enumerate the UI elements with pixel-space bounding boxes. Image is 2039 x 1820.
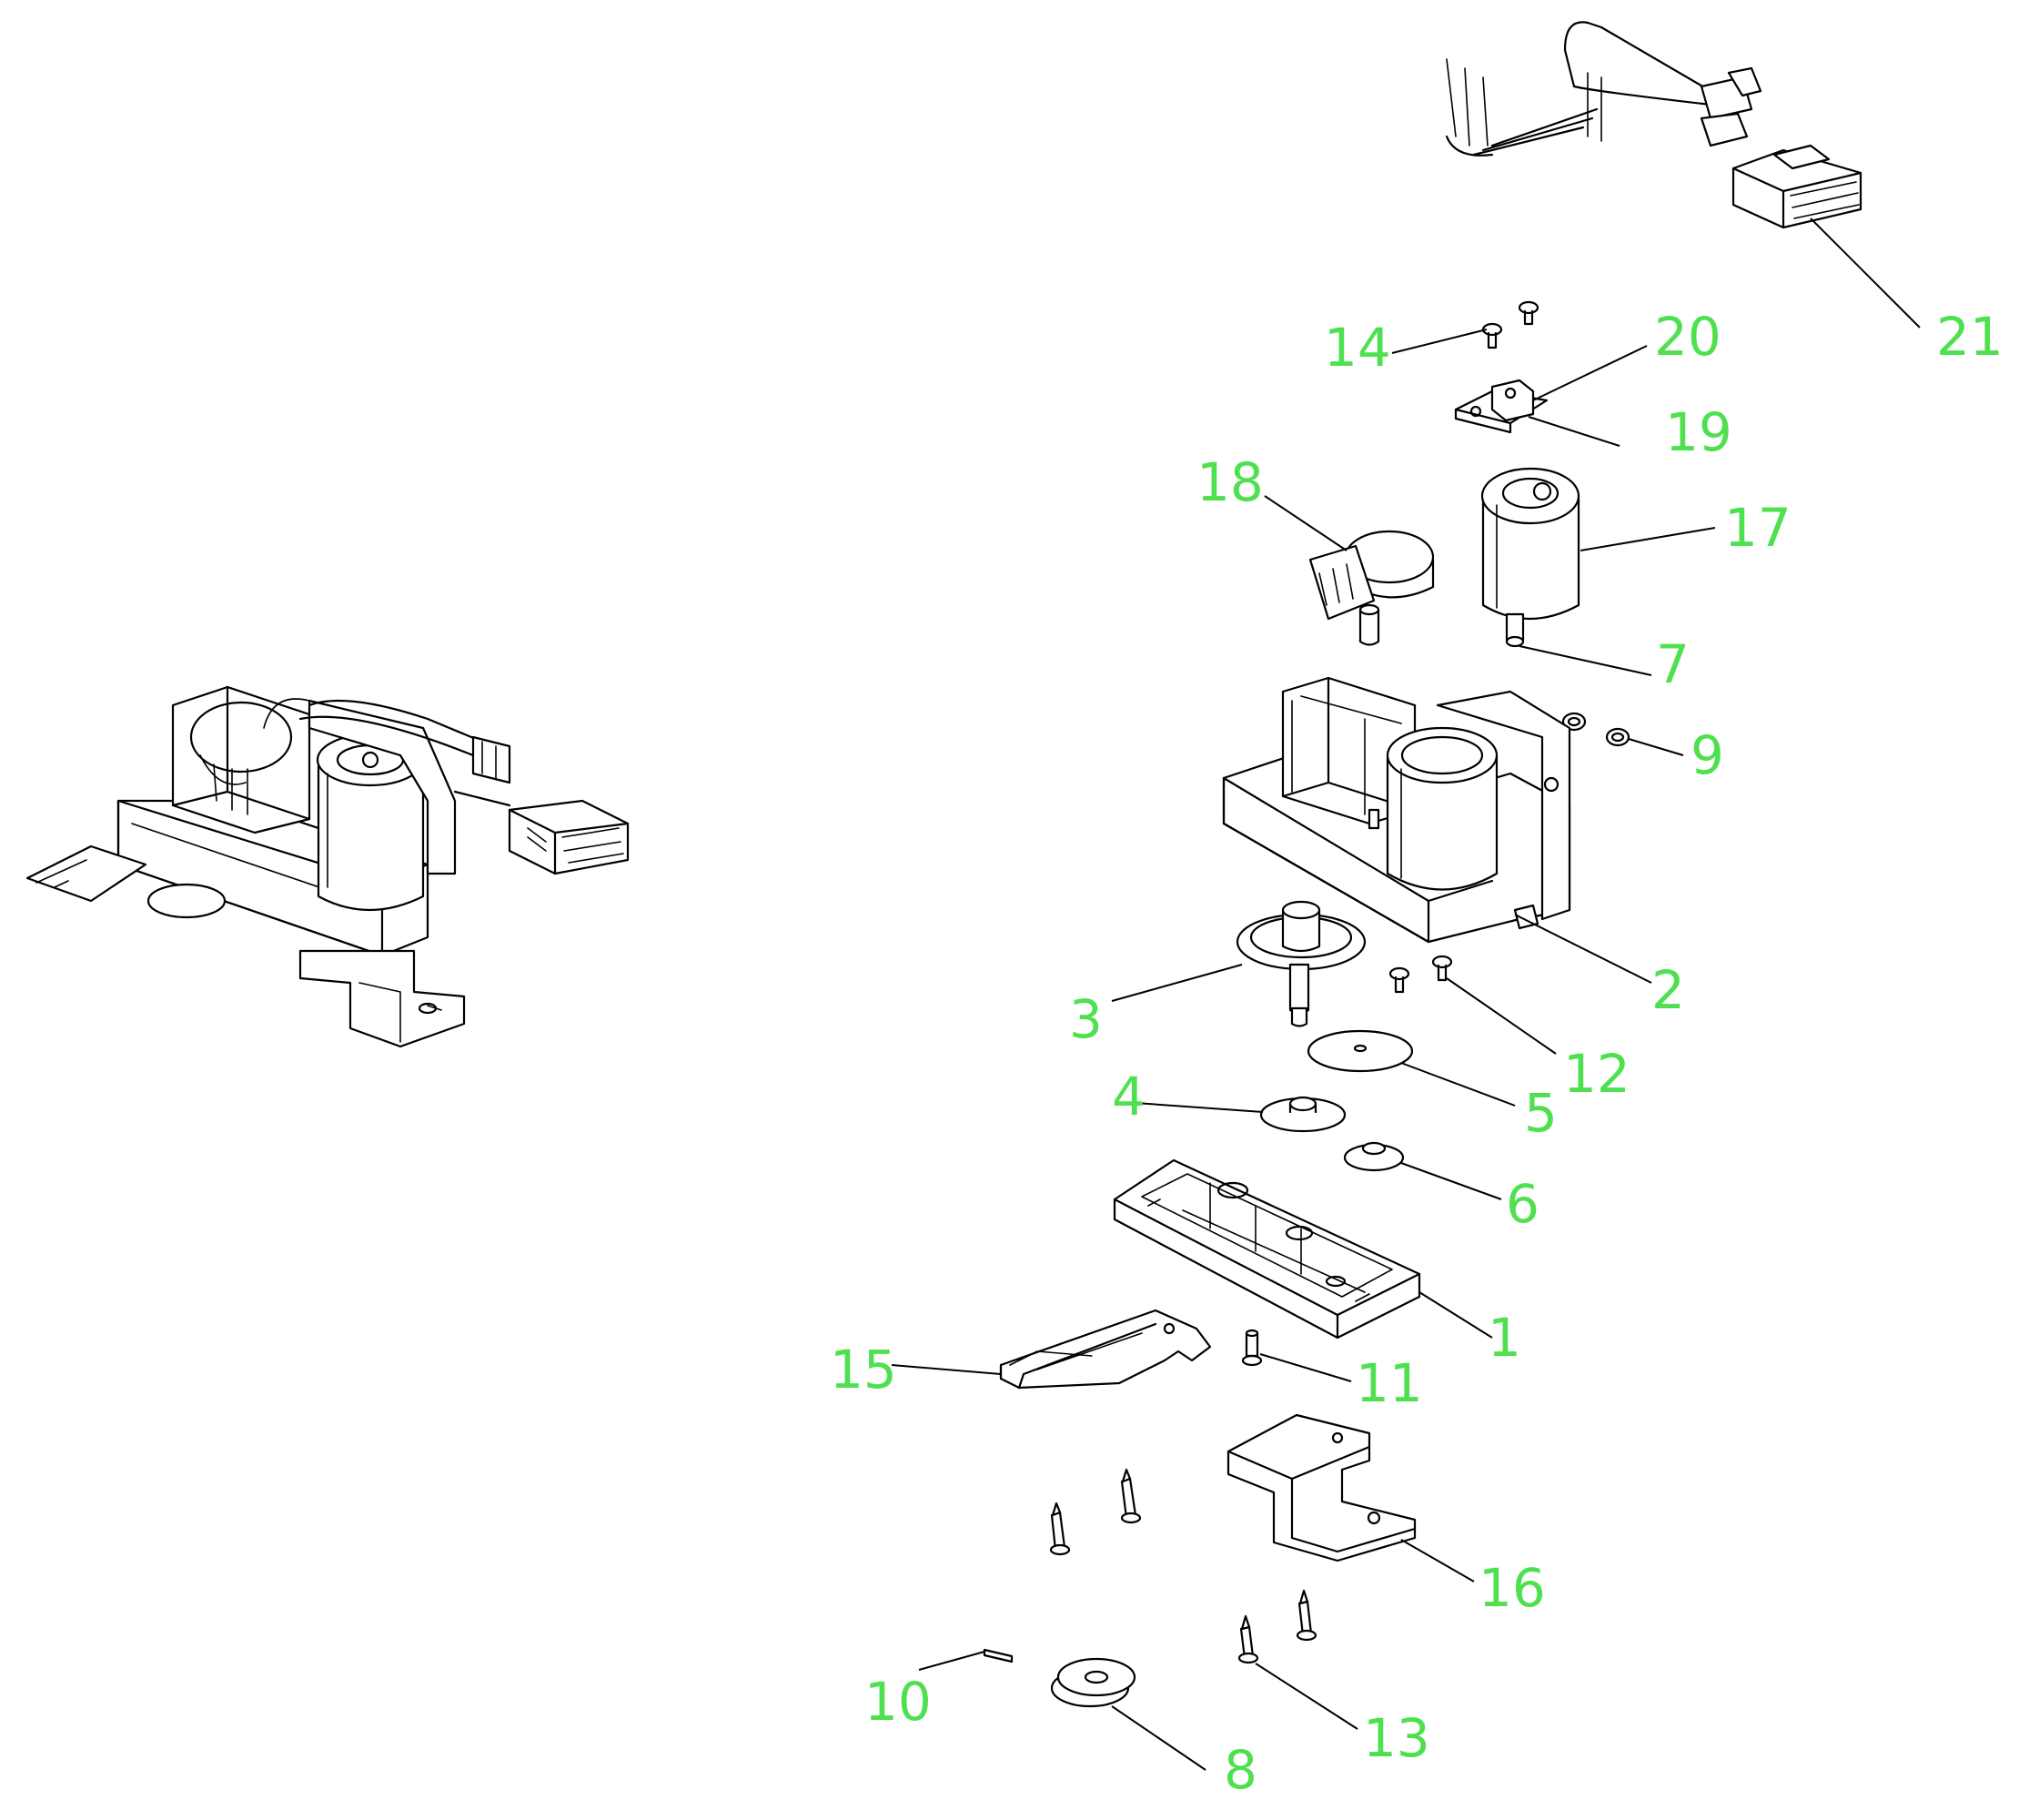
part-6-gear <box>1343 1141 1405 1172</box>
leader-line-2 <box>1514 914 1652 984</box>
callout-1: 1 <box>1488 1307 1521 1369</box>
part-19-20-bracket <box>1454 379 1549 434</box>
part-13-screws <box>1049 1468 1317 1664</box>
callout-21: 21 <box>1936 306 2004 368</box>
leader-line-20 <box>1532 345 1648 401</box>
part-15-bracket <box>999 1309 1212 1390</box>
callout-10: 10 <box>864 1671 932 1733</box>
callout-9: 9 <box>1691 724 1724 786</box>
leader-line-14 <box>1391 329 1488 354</box>
part-17-motor <box>1480 467 1580 620</box>
callout-13: 13 <box>1363 1707 1430 1769</box>
part-21-wire-harness <box>1445 21 1862 229</box>
part-3-gear-shaft <box>1236 900 1367 1027</box>
leader-line-15 <box>891 1364 1002 1375</box>
assembled-unit <box>25 685 630 1048</box>
part-9-nuts <box>1561 712 1630 747</box>
leader-line-4 <box>1135 1102 1264 1113</box>
part-14-screws <box>1481 300 1539 349</box>
leader-line-11 <box>1259 1353 1352 1382</box>
leader-line-10 <box>918 1651 985 1671</box>
leader-lines <box>891 217 1921 1771</box>
callout-14: 14 <box>1324 317 1391 379</box>
callout-17: 17 <box>1724 497 1792 559</box>
part-11-pin <box>1241 1329 1263 1367</box>
leader-line-3 <box>1111 964 1243 1002</box>
callout-7: 7 <box>1656 633 1690 695</box>
part-2-housing <box>1222 676 1571 944</box>
leader-line-18 <box>1264 495 1348 551</box>
leader-line-1 <box>1418 1291 1493 1339</box>
callout-11: 11 <box>1356 1352 1423 1414</box>
callout-20: 20 <box>1654 306 1721 368</box>
part-7-shaft <box>1505 612 1525 648</box>
leader-line-19 <box>1528 416 1620 447</box>
callout-6: 6 <box>1506 1173 1539 1235</box>
leader-line-16 <box>1400 1539 1475 1582</box>
callout-5: 5 <box>1524 1082 1558 1144</box>
callout-19: 19 <box>1665 401 1732 463</box>
callout-16: 16 <box>1479 1557 1546 1619</box>
callout-3: 3 <box>1069 988 1103 1050</box>
callout-12: 12 <box>1563 1043 1630 1105</box>
callout-15: 15 <box>830 1339 897 1400</box>
part-4-gear <box>1259 1096 1347 1133</box>
part-8-pulley <box>1050 1657 1136 1708</box>
callout-2: 2 <box>1651 959 1685 1021</box>
callout-4: 4 <box>1112 1066 1146 1127</box>
part-1-base-plate <box>1113 1158 1421 1340</box>
part-16-lower-bracket <box>1226 1413 1417 1562</box>
part-12-screws <box>1388 955 1453 994</box>
callout-labels: 1 2 3 4 5 6 7 8 9 10 11 12 13 14 15 16 1… <box>830 306 2004 1801</box>
leader-line-7 <box>1519 645 1652 676</box>
leader-line-8 <box>1111 1705 1206 1771</box>
leader-line-12 <box>1446 977 1557 1055</box>
leader-line-5 <box>1400 1062 1516 1107</box>
callout-18: 18 <box>1196 451 1264 513</box>
leader-line-9 <box>1628 738 1684 756</box>
leader-line-6 <box>1400 1162 1502 1200</box>
leader-line-21 <box>1810 217 1921 329</box>
callout-8: 8 <box>1224 1739 1257 1801</box>
part-18-potentiometer <box>1308 530 1435 646</box>
part-10-pin <box>983 1648 1014 1663</box>
leader-line-17 <box>1580 527 1716 551</box>
part-5-disc <box>1307 1029 1414 1073</box>
leader-line-13 <box>1255 1663 1358 1730</box>
